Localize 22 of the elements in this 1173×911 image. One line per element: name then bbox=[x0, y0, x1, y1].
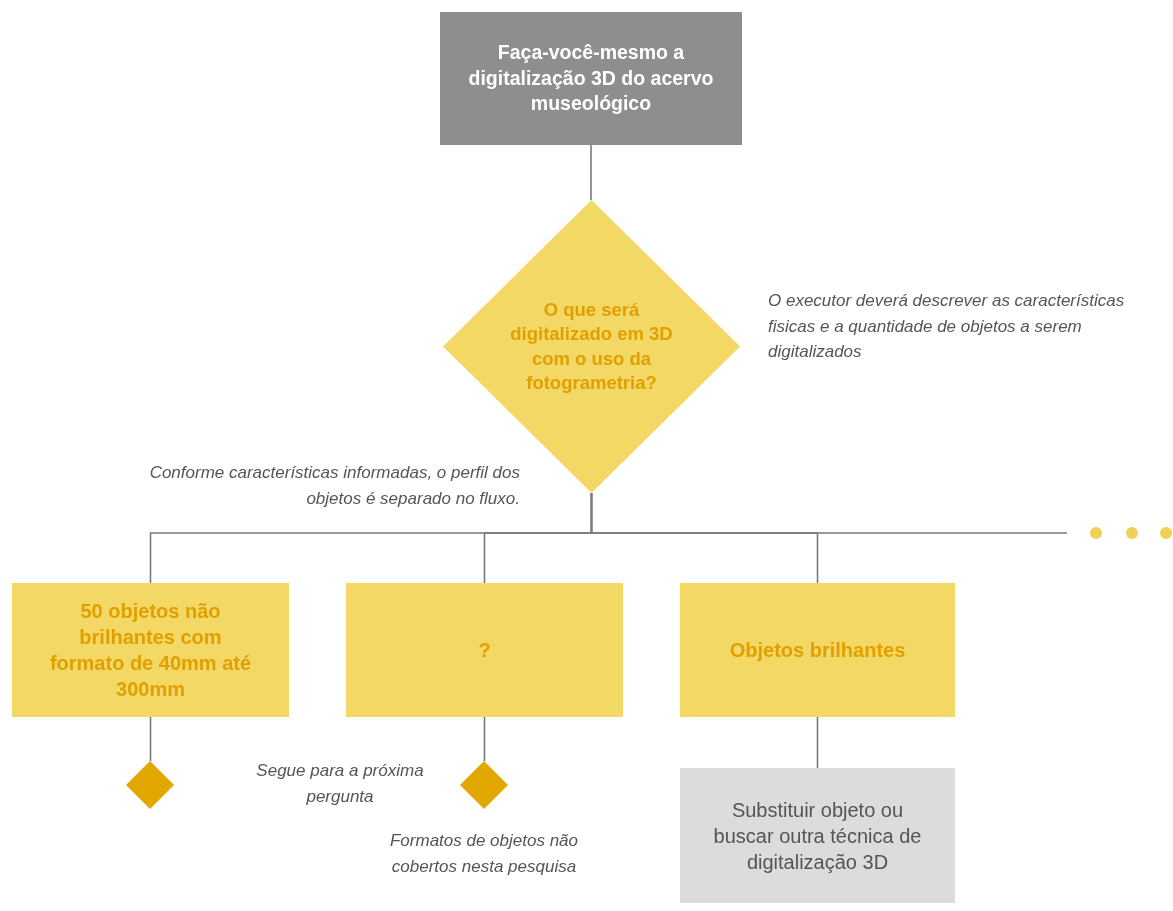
annotation-text: Conforme características informadas, o perfil dos objetos é separado no fluxo. bbox=[148, 462, 520, 510]
title-box bbox=[440, 12, 742, 145]
connector-line bbox=[149, 716, 152, 762]
node-text: O que será digitalizado em 3D com o uso da fotogrametria? bbox=[509, 298, 674, 395]
annotation-text: O executor deverá descrever as características fisicas e a quantidade de objetos a serem digitalizados bbox=[768, 290, 1126, 363]
decision-diamond bbox=[460, 761, 508, 809]
option-box bbox=[12, 583, 289, 717]
connector-line bbox=[590, 144, 592, 201]
connector-line bbox=[483, 716, 486, 762]
annotation-text: Segue para a próxima pergunta bbox=[255, 760, 425, 808]
node-text: Faça-você-mesmo a digitalização 3D do acervo museológico bbox=[467, 40, 715, 117]
connector-line bbox=[816, 716, 819, 769]
node-text: ? bbox=[478, 638, 491, 663]
connector-line bbox=[590, 492, 1068, 534]
node-text: 50 objetos não brilhantes com formato de 40mm até 300mm bbox=[48, 599, 253, 702]
option-box bbox=[680, 583, 955, 717]
process-box bbox=[680, 768, 955, 903]
decision-diamond bbox=[126, 761, 174, 809]
node-text: Objetos brilhantes bbox=[729, 638, 906, 663]
node-text: Substituir objeto ou buscar outra técnica de digitalização 3D bbox=[712, 797, 923, 875]
option-box bbox=[346, 583, 623, 717]
annotation-text: Formatos de objetos não cobertos nesta pesquisa bbox=[388, 830, 580, 878]
